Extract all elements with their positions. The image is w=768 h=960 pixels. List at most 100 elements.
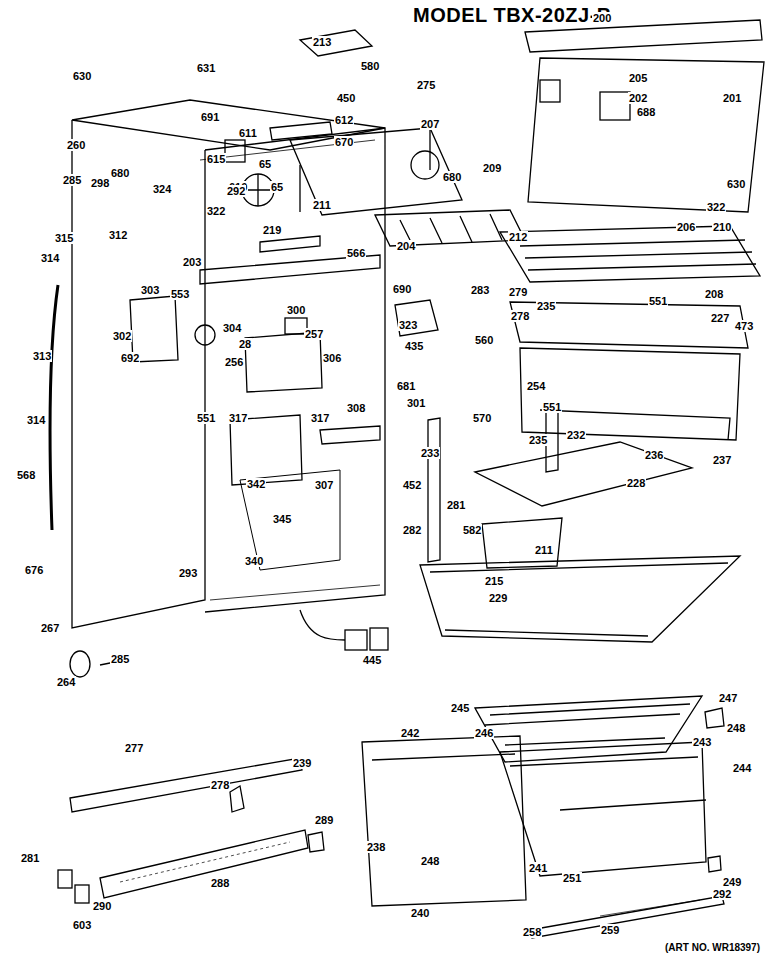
callout-number: 452 (402, 479, 422, 491)
callout-number: 342 (246, 478, 266, 490)
callout-number: 248 (726, 722, 746, 734)
callout-number: 240 (410, 907, 430, 919)
callout-number: 324 (152, 183, 172, 195)
callout-number: 566 (346, 247, 366, 259)
callout-number: 570 (472, 412, 492, 424)
callout-number: 257 (304, 328, 324, 340)
art-number: (ART NO. WR18397) (665, 942, 760, 953)
callout-number: 206 (676, 221, 696, 233)
callout-number: 275 (416, 79, 436, 91)
callout-number: 680 (110, 167, 130, 179)
callout-number: 293 (178, 567, 198, 579)
callout-number: 615 (206, 153, 226, 165)
callout-number: 292 (712, 888, 732, 900)
callout-number: 308 (346, 402, 366, 414)
callout-number: 264 (56, 676, 76, 688)
callout-number: 208 (704, 288, 724, 300)
callout-number: 243 (692, 736, 712, 748)
callout-number: 551 (196, 412, 216, 424)
callout-number: 450 (336, 92, 356, 104)
callout-number: 207 (420, 118, 440, 130)
callout-number: 314 (40, 252, 60, 264)
callout-number: 315 (54, 232, 74, 244)
callout-number: 473 (734, 320, 754, 332)
callout-number: 251 (562, 872, 582, 884)
callout-number: 560 (474, 334, 494, 346)
callout-number: 239 (292, 757, 312, 769)
callout-number: 580 (360, 60, 380, 72)
callout-number: 212 (508, 231, 528, 243)
callout-number: 210 (712, 221, 732, 233)
callout-number: 235 (528, 434, 548, 446)
callout-number: 688 (636, 106, 656, 118)
callout-number: 244 (732, 762, 752, 774)
callout-number: 254 (526, 380, 546, 392)
callout-number: 256 (224, 356, 244, 368)
callout-number: 551 (542, 401, 562, 413)
callout-number: 213 (312, 36, 332, 48)
callout-number: 306 (322, 352, 342, 364)
callout-number: 603 (72, 919, 92, 931)
callout-number: 681 (396, 380, 416, 392)
callout-number: 65 (258, 158, 272, 170)
callout-number: 691 (200, 111, 220, 123)
callout-number: 211 (534, 544, 554, 556)
callout-number: 232 (566, 429, 586, 441)
callout-number: 227 (710, 312, 730, 324)
callout-number: 553 (170, 288, 190, 300)
callout-number: 65 (270, 181, 284, 193)
callout-number: 307 (314, 479, 334, 491)
callout-number: 279 (508, 286, 528, 298)
callout-number: 238 (366, 841, 386, 853)
callout-number: 303 (140, 284, 160, 296)
callout-number: 611 (238, 127, 258, 139)
callout-number: 202 (628, 92, 648, 104)
callout-number: 258 (522, 926, 542, 938)
callout-number: 228 (626, 477, 646, 489)
callout-number: 203 (182, 256, 202, 268)
callout-number: 278 (210, 779, 230, 791)
callout-number: 568 (16, 469, 36, 481)
callout-number: 281 (446, 499, 466, 511)
callout-number: 219 (262, 224, 282, 236)
diagram-title: MODEL TBX-20ZJ-B (413, 4, 612, 27)
callout-number: 209 (482, 162, 502, 174)
callout-number: 246 (474, 727, 494, 739)
callout-number: 282 (402, 524, 422, 536)
callout-number: 323 (398, 319, 418, 331)
callout-number: 302 (112, 330, 132, 342)
callout-number: 690 (392, 283, 412, 295)
callout-number: 670 (334, 136, 354, 148)
callout-number: 200 (592, 12, 612, 24)
callout-number: 201 (722, 92, 742, 104)
callout-number: 285 (62, 174, 82, 186)
callout-number: 277 (124, 742, 144, 754)
callout-number: 245 (450, 702, 470, 714)
callout-number: 435 (404, 340, 424, 352)
callout-number: 631 (196, 62, 216, 74)
callout-number: 630 (726, 178, 746, 190)
callout-number: 281 (20, 852, 40, 864)
callout-number: 260 (66, 139, 86, 151)
callout-number: 304 (222, 322, 242, 334)
callout-number: 247 (718, 692, 738, 704)
callout-number: 551 (648, 295, 668, 307)
callout-number: 267 (40, 622, 60, 634)
callout-number: 301 (406, 397, 426, 409)
callout-number: 340 (244, 555, 264, 567)
callout-number: 242 (400, 727, 420, 739)
callout-number: 278 (510, 310, 530, 322)
callout-number: 445 (362, 654, 382, 666)
callout-number: 205 (628, 72, 648, 84)
callout-number: 322 (206, 205, 226, 217)
callout-number: 676 (24, 564, 44, 576)
callout-number: 248 (420, 855, 440, 867)
callout-number: 235 (536, 300, 556, 312)
callout-number: 285 (110, 653, 130, 665)
callout-number: 630 (72, 70, 92, 82)
callout-number: 233 (420, 447, 440, 459)
callout-number: 312 (108, 229, 128, 241)
callout-number: 345 (272, 513, 292, 525)
callout-number: 28 (238, 338, 252, 350)
callout-number: 290 (92, 900, 112, 912)
